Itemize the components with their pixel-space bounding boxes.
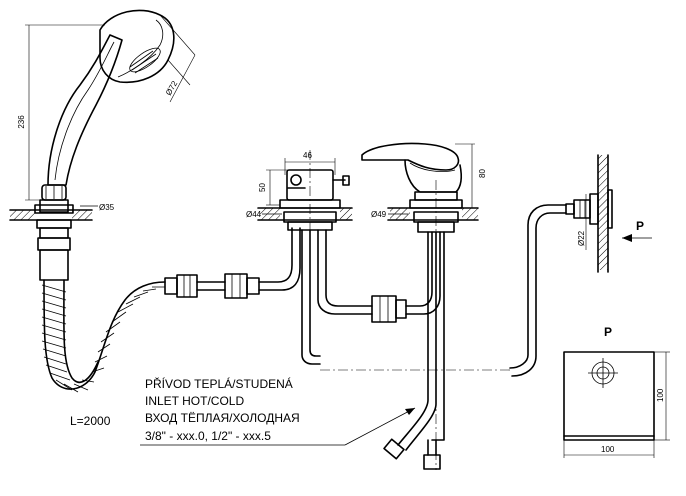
dim-80-label: 80 xyxy=(478,169,487,178)
dim-d35-label: Ø35 xyxy=(99,203,115,212)
hand-shower: 236 Ø72 Ø35 xyxy=(9,9,196,281)
flexible-hose: L=2000 xyxy=(41,227,301,428)
detail-view-p: P 100 100 xyxy=(563,325,670,458)
inlet-note: PŘÍVOD TEPLÁ/STUDENÁ INLET HOT/COLD ВХОД… xyxy=(140,376,416,446)
dim-236-label: 236 xyxy=(17,115,26,129)
dim-d49-label: Ø49 xyxy=(371,210,387,219)
pipe-connector xyxy=(371,231,441,323)
dim-50-label: 50 xyxy=(258,183,267,192)
dim-100-width-label: 100 xyxy=(601,445,615,454)
view-p-label: P xyxy=(636,219,644,233)
wall-outlet: Ø22 P xyxy=(509,154,652,377)
detail-p-title: P xyxy=(604,325,612,339)
dim-46-label: 46 xyxy=(303,151,312,160)
dim-d44-label: Ø44 xyxy=(246,210,262,219)
note-line-1: PŘÍVOD TEPLÁ/STUDENÁ xyxy=(145,376,293,391)
dim-100-height-label: 100 xyxy=(656,388,665,402)
note-line-4: 3/8" - xxx.0, 1/2" - xxx.5 xyxy=(145,429,271,443)
note-line-3: ВХОД ТЁПЛАЯ/ХОЛОДНАЯ xyxy=(145,411,300,425)
note-line-2: INLET HOT/COLD xyxy=(145,394,244,408)
hose-length-label: L=2000 xyxy=(70,414,111,428)
mixer-tap: 80 Ø49 xyxy=(361,142,487,470)
diverter: 46 50 Ø44 xyxy=(246,150,373,365)
dim-d22-label: Ø22 xyxy=(577,230,586,246)
